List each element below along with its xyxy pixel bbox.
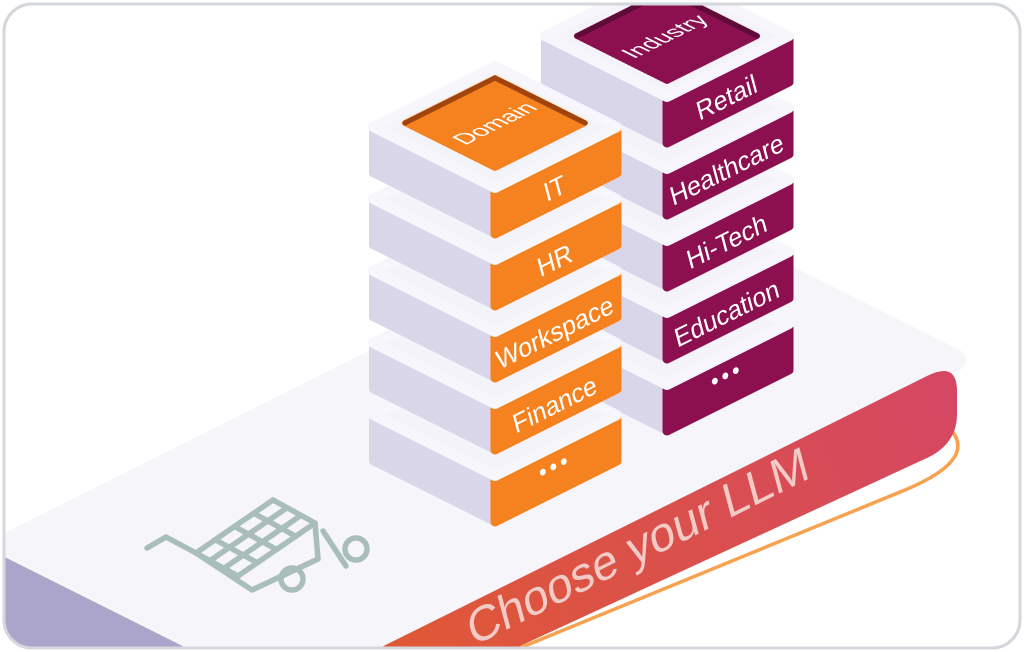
industry-top-inset-edge <box>574 4 760 39</box>
platform-left-face <box>5 545 295 648</box>
choose-llm-band <box>295 371 957 648</box>
stack-domain: ••• Finance Workspace HR <box>368 61 622 527</box>
domain-slab-1: IT Domain <box>368 61 622 239</box>
domain-top-inset-edge <box>402 75 588 126</box>
shopping-cart-icon <box>144 497 370 593</box>
